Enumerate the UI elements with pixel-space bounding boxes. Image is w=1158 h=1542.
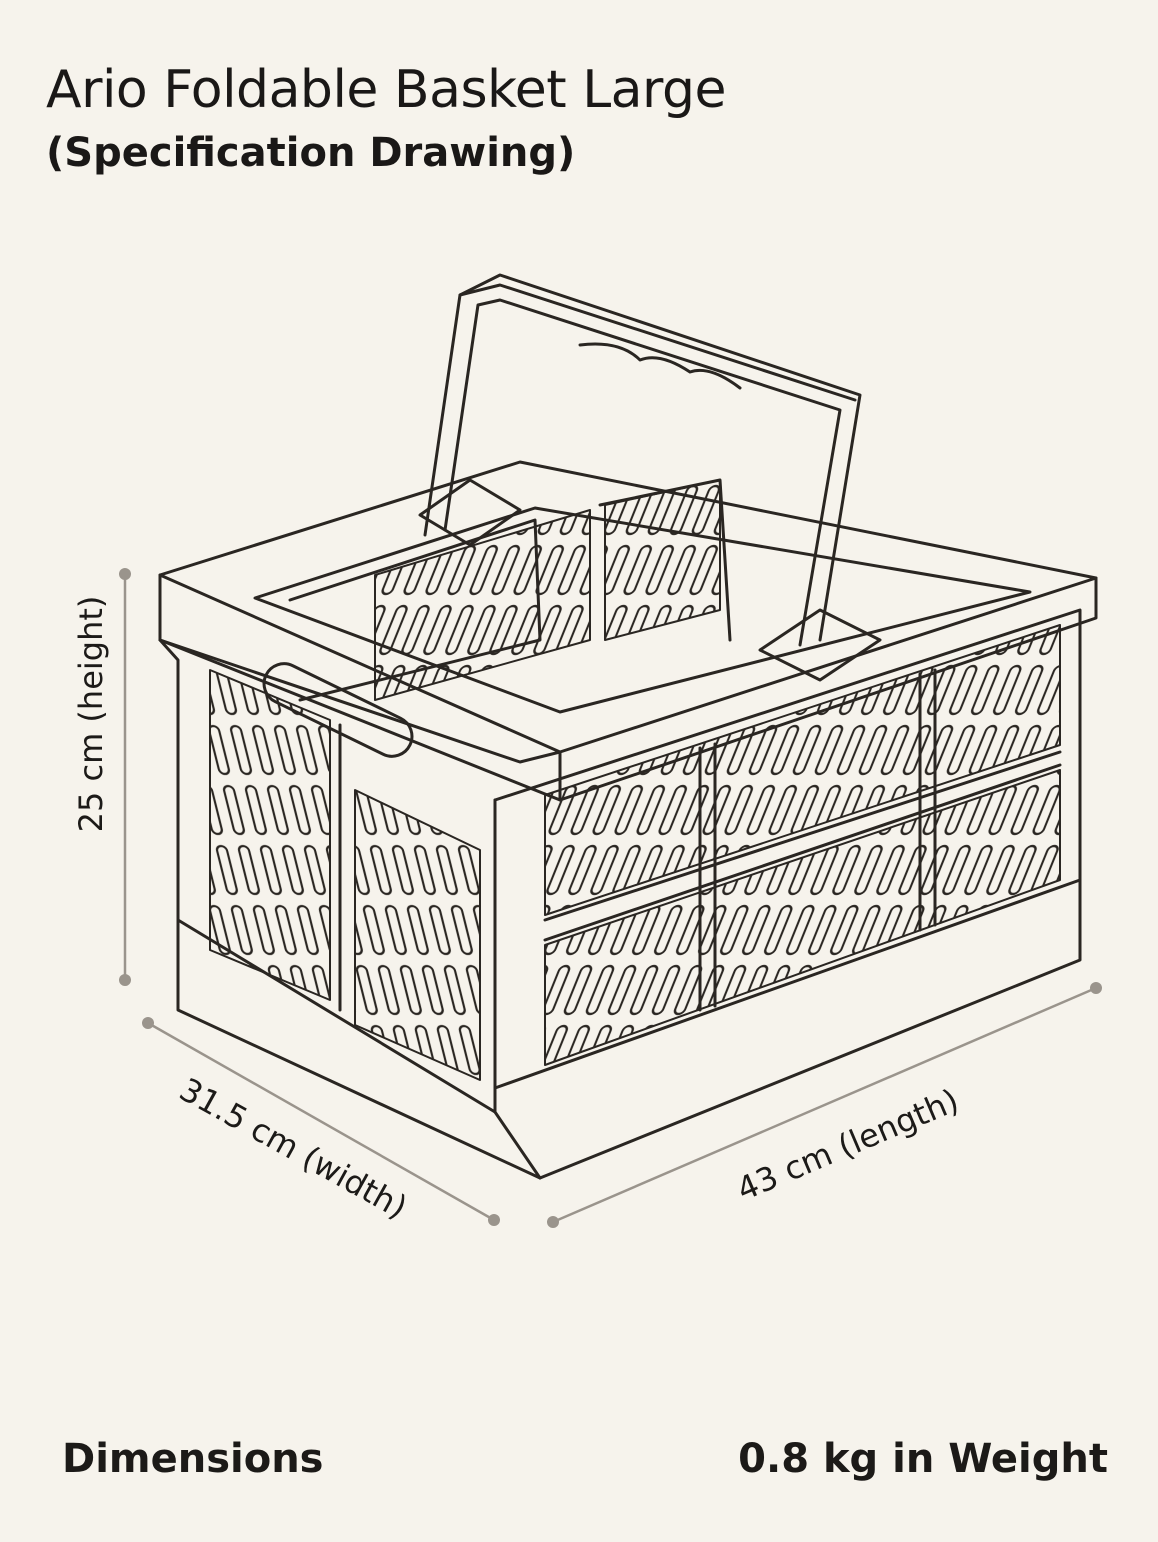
height-label: 25 cm (height) xyxy=(72,596,110,833)
side-handle-cutout xyxy=(262,662,414,758)
side-slots-left xyxy=(209,669,331,1001)
length-dimension-dot-right xyxy=(1090,982,1102,994)
side-slots-right xyxy=(354,789,481,1081)
rim-band xyxy=(158,573,562,764)
carry-handle xyxy=(423,273,862,642)
front-slots-lower xyxy=(544,769,1061,1066)
weight-caption: 0.8 kg in Weight xyxy=(738,1436,1108,1482)
length-dimension-line xyxy=(552,986,1097,1224)
product-title: Ario Foldable Basket Large xyxy=(46,60,727,120)
basket-illustration xyxy=(158,273,1098,1180)
length-dimension-dot-left xyxy=(547,1216,559,1228)
width-dimension-dot-left xyxy=(142,1017,154,1029)
product-subtitle: (Specification Drawing) xyxy=(46,130,576,176)
width-dimension-line xyxy=(147,1021,495,1222)
length-label: 43 cm (length) xyxy=(731,1081,964,1209)
dimensions-caption: Dimensions xyxy=(62,1436,324,1482)
height-dimension-dot-bottom xyxy=(119,974,131,986)
inner-slots-back-right xyxy=(604,479,721,641)
width-dimension-dot-right xyxy=(488,1214,500,1226)
front-slots-upper xyxy=(544,624,1061,916)
inner-slots-back xyxy=(374,509,591,701)
height-dimension-dot-top xyxy=(119,568,131,580)
width-label: 31.5 cm (width) xyxy=(173,1070,413,1226)
dimension-lines xyxy=(119,568,1102,1228)
front-panel xyxy=(493,608,1082,1090)
